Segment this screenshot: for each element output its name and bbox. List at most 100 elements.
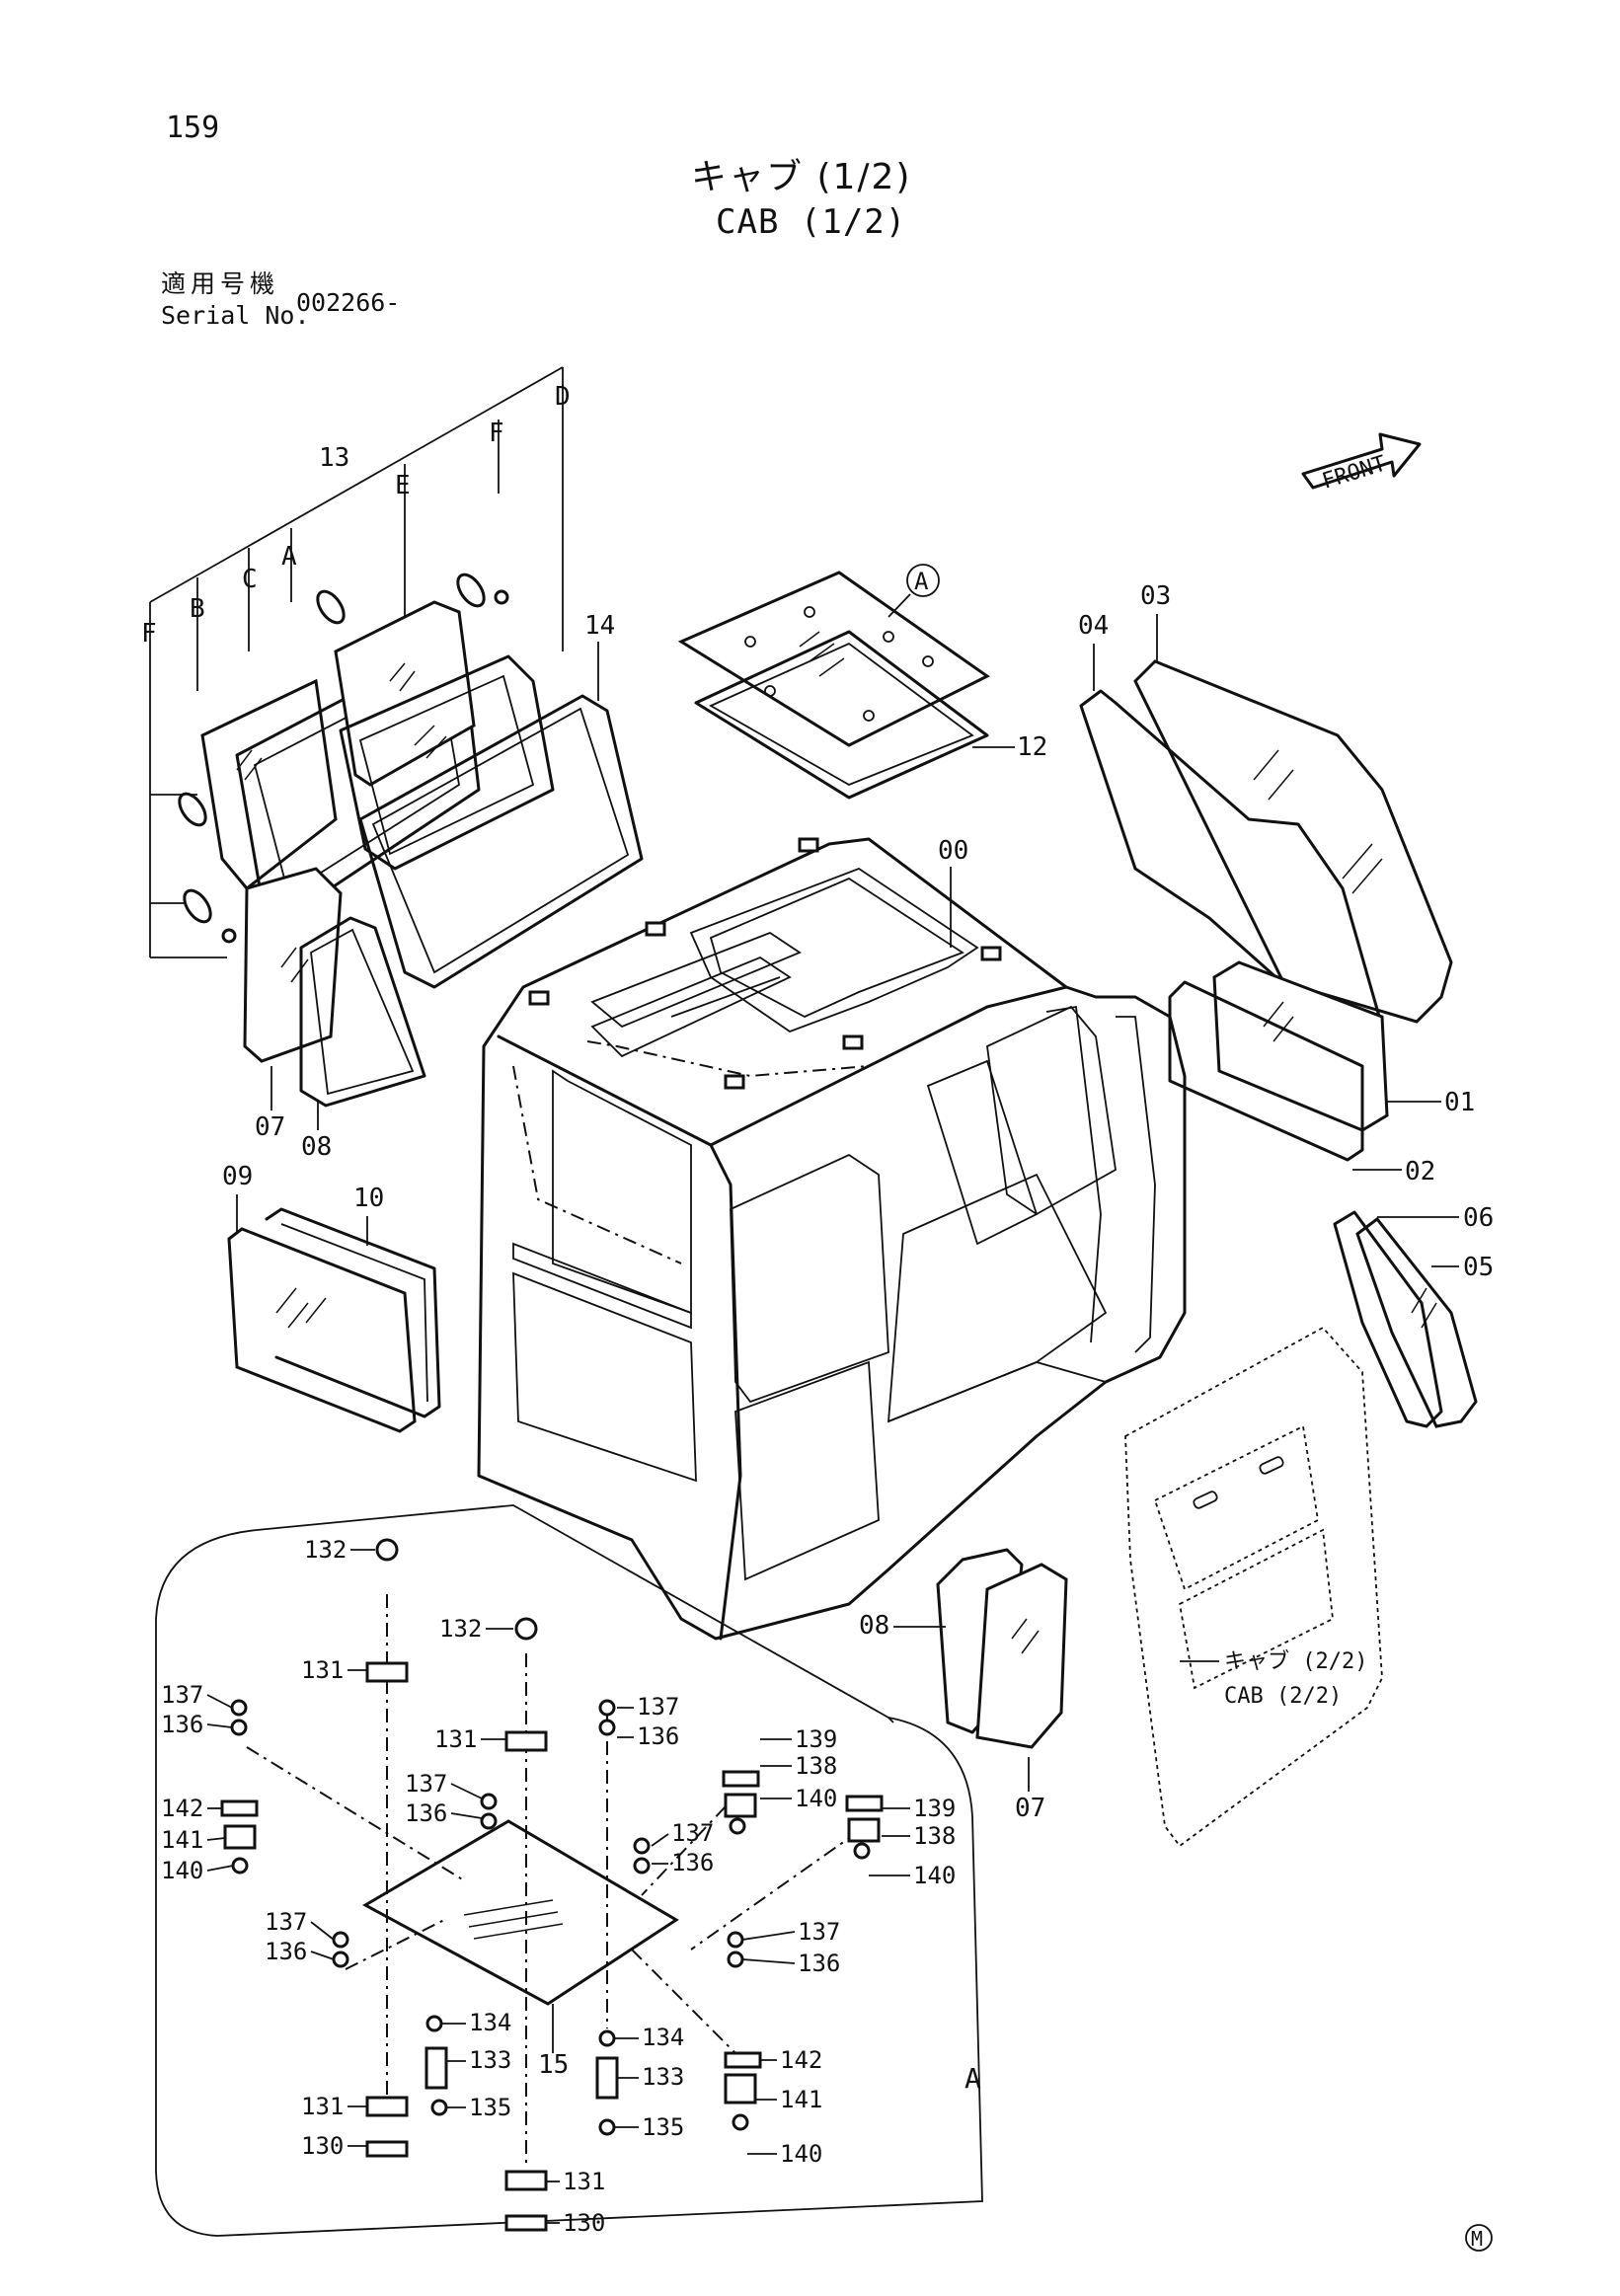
page-title: CAB (1/2) (716, 202, 907, 242)
window-frame-e (339, 654, 555, 871)
side-window-glass-b (200, 678, 338, 891)
group-letter-d: D (555, 382, 571, 412)
callout-08-right: 08 (859, 1611, 889, 1641)
view-marker-a: A (914, 568, 929, 595)
callout-137a: 137 (161, 1681, 203, 1709)
floor-plate-15 (361, 1819, 679, 2053)
door-reference-outline (1124, 1326, 1383, 1848)
callout-133a: 133 (469, 2046, 511, 2074)
callout-135b: 135 (642, 2113, 684, 2141)
serial-label-japanese: 適用号機 (161, 269, 280, 298)
cross-ref-en: CAB (2/2) (1224, 1684, 1342, 1709)
group-letter-e: E (395, 471, 411, 500)
callout-131b: 131 (434, 1725, 477, 1753)
lower-seal-10 (265, 1207, 441, 1418)
callout-07-right: 07 (1015, 1794, 1045, 1823)
callout-141a: 141 (161, 1826, 203, 1854)
group-letter-c: C (242, 565, 258, 594)
quarter-glass-07-left (243, 867, 343, 1063)
detail-letter-a: A (964, 2062, 981, 2095)
group-letter-b: B (190, 594, 205, 624)
callout-14: 14 (584, 611, 615, 641)
callout-137c: 137 (405, 1770, 447, 1798)
window-glass-a (334, 600, 476, 787)
roof-seal-12 (694, 630, 989, 800)
lower-glass-09 (227, 1227, 417, 1433)
callout-136b: 136 (637, 1722, 679, 1750)
detail-leader-lines (206, 1549, 910, 2224)
callout-137f: 137 (798, 1918, 840, 1946)
quarter-seal-08-left (299, 916, 426, 1108)
callout-136a: 136 (161, 1711, 203, 1738)
callout-00: 00 (938, 836, 968, 866)
page-number: 159 (166, 111, 220, 145)
rear-small-seal-02 (1168, 980, 1364, 1162)
callout-139b: 139 (913, 1795, 956, 1822)
callout-136e: 136 (265, 1938, 307, 1965)
callout-135a: 135 (469, 2094, 511, 2121)
cross-ref-jp: キャブ (2/2) (1224, 1649, 1367, 1674)
view-marker-circle (906, 564, 940, 597)
title-japanese: キャブ (1/2) (691, 157, 912, 197)
side-glass-05 (1355, 1216, 1478, 1428)
callout-138a: 138 (795, 1752, 837, 1780)
callout-136d: 136 (671, 1849, 714, 1876)
callout-15: 15 (538, 2050, 569, 2080)
callout-134b: 134 (642, 2024, 684, 2051)
callout-140c: 140 (913, 1862, 956, 1889)
callout-12: 12 (1017, 732, 1047, 762)
serial-label: Serial No. (161, 301, 310, 330)
callout-142a: 142 (161, 1795, 203, 1822)
serial-number-value: 002266- (296, 288, 401, 317)
callout-137b: 137 (637, 1693, 679, 1721)
footer-mark: M (1471, 2227, 1483, 2251)
bolt-icon (220, 1538, 884, 2232)
detail-a-outline (155, 1504, 983, 2237)
callout-142b: 142 (780, 2046, 822, 2074)
group-letter-f1: F (141, 619, 157, 649)
callout-133b: 133 (642, 2063, 684, 2091)
callout-07-left: 07 (255, 1112, 285, 1142)
callout-131c: 131 (301, 2093, 344, 2120)
callout-140d: 140 (780, 2140, 822, 2168)
callout-130a: 130 (301, 2132, 344, 2160)
callout-131d: 131 (563, 2168, 605, 2195)
callout-132a: 132 (304, 1536, 347, 1564)
latch-icon (178, 573, 509, 944)
callout-02: 02 (1405, 1157, 1435, 1186)
callout-137d: 137 (671, 1819, 714, 1847)
callout-06: 06 (1463, 1203, 1494, 1233)
callout-03: 03 (1140, 581, 1171, 611)
side-seal-06 (1333, 1210, 1443, 1428)
callout-13: 13 (319, 443, 349, 473)
callout-138b: 138 (913, 1822, 956, 1850)
quarter-glass-07-right (975, 1563, 1068, 1749)
group-letter-f2: F (489, 419, 504, 448)
rear-glass-03 (1133, 659, 1453, 1024)
detail-callouts: 132 132 131 131 137 136 137 136 139 138 … (161, 1536, 956, 2237)
callout-01: 01 (1444, 1088, 1475, 1117)
cab-body-00 (477, 837, 1187, 1641)
callout-10: 10 (353, 1184, 384, 1213)
front-arrow-icon: FRONT (1301, 432, 1422, 495)
callout-130b: 130 (563, 2209, 605, 2237)
footer-mark-circle (1465, 2224, 1493, 2252)
callout-04: 04 (1078, 611, 1109, 641)
callout-140a: 140 (795, 1785, 837, 1812)
callout-132b: 132 (439, 1615, 482, 1643)
callout-137e: 137 (265, 1908, 307, 1936)
mount-bracket-icon (528, 837, 1002, 1090)
window-seal-14 (358, 694, 644, 989)
rear-seal-04 (1079, 689, 1384, 1048)
callout-08-left: 08 (301, 1132, 332, 1162)
callout-134a: 134 (469, 2009, 511, 2036)
callout-140b: 140 (161, 1857, 203, 1884)
roof-window-glass (677, 571, 990, 747)
callout-09: 09 (222, 1162, 253, 1191)
callout-05: 05 (1463, 1253, 1494, 1282)
callout-136f: 136 (798, 1950, 840, 1977)
callout-139a: 139 (795, 1725, 837, 1753)
callout-136c: 136 (405, 1799, 447, 1827)
callout-141b: 141 (780, 2086, 822, 2113)
